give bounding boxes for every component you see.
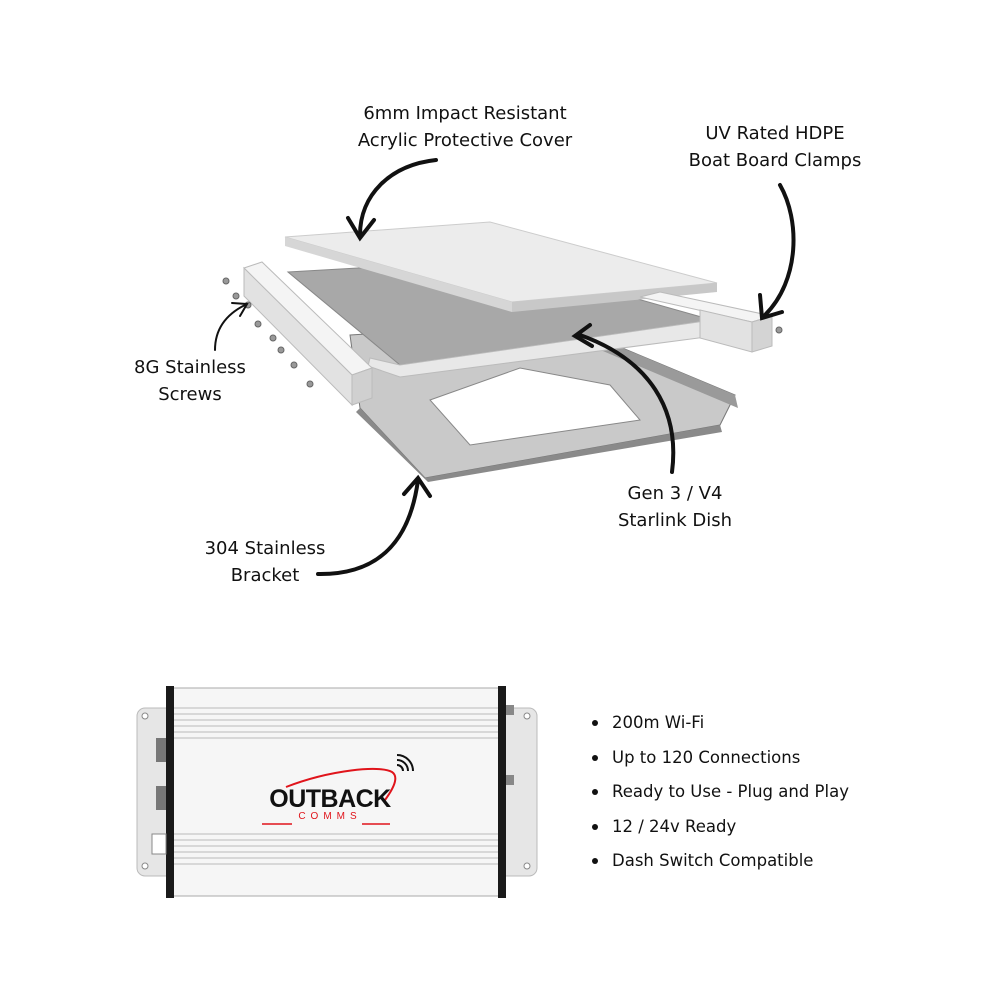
label-bracket: 304 Stainless Bracket <box>190 535 340 589</box>
label-line: Starlink Dish <box>617 510 733 531</box>
wifi-icon <box>396 754 414 772</box>
right-clamp <box>639 291 773 353</box>
feature-text: Up to 120 Connections <box>612 747 801 767</box>
feature-text: Ready to Use - Plug and Play <box>612 782 849 801</box>
label-line: Gen 3 / V4 <box>627 483 723 504</box>
left-clamp <box>243 261 373 407</box>
logo-main-text: OUTBACK <box>269 785 391 813</box>
feature-item: 200m Wi-Fi <box>588 710 849 745</box>
logo-swoosh <box>285 767 397 801</box>
label-line: Screws <box>158 384 222 405</box>
label-line: Boat Board Clamps <box>688 150 862 171</box>
arrows <box>214 158 796 577</box>
feature-item: 12 / 24v Ready <box>588 814 849 849</box>
screws <box>222 277 783 388</box>
label-line: 6mm Impact Resistant <box>363 103 567 124</box>
label-line: UV Rated HDPE <box>705 123 845 144</box>
feature-text: 12 / 24v Ready <box>612 816 737 836</box>
label-line: 304 Stainless <box>204 538 326 559</box>
bullet-icon <box>592 720 598 726</box>
label-starlink-dish: Gen 3 / V4 Starlink Dish <box>600 480 750 534</box>
label-acrylic-cover: 6mm Impact Resistant Acrylic Protective … <box>340 100 590 154</box>
feature-list: 200m Wi-Fi Up to 120 Connections Ready t… <box>588 710 849 883</box>
bullet-icon <box>592 789 598 795</box>
feature-item: Dash Switch Compatible <box>588 848 849 883</box>
feature-item: Ready to Use - Plug and Play <box>588 779 849 814</box>
bullet-icon <box>592 823 598 830</box>
logo-sub-text: COMMS <box>298 811 362 822</box>
label-clamps: UV Rated HDPE Boat Board Clamps <box>670 120 880 174</box>
label-line: 8G Stainless <box>134 357 246 378</box>
label-line: Acrylic Protective Cover <box>357 130 573 151</box>
outback-comms-logo: OUTBACK COMMS <box>260 785 400 822</box>
acrylic-cover <box>284 221 718 312</box>
bullet-icon <box>592 858 598 864</box>
label-line: Bracket <box>230 565 300 586</box>
bullet-icon <box>592 754 598 761</box>
router-device <box>136 686 538 898</box>
feature-item: Up to 120 Connections <box>588 745 849 780</box>
feature-text: 200m Wi-Fi <box>612 713 705 732</box>
feature-text: Dash Switch Compatible <box>612 851 814 870</box>
label-screws: 8G Stainless Screws <box>120 354 260 408</box>
